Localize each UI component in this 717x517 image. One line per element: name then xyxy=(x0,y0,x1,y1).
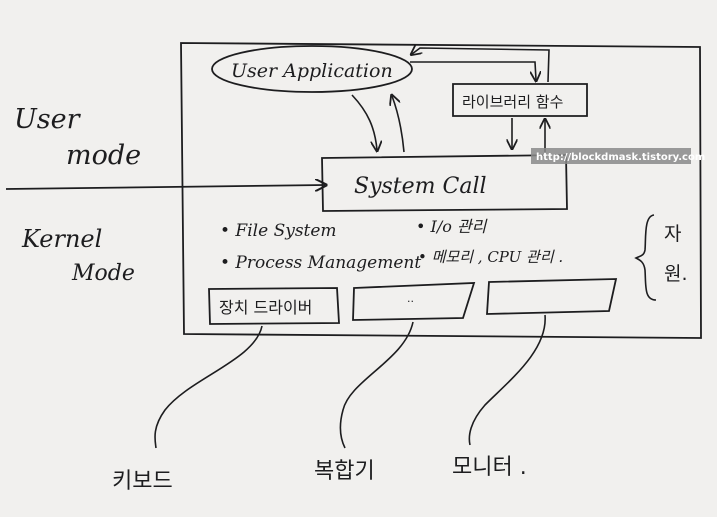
driver-box-2 xyxy=(352,282,476,321)
resource-brace xyxy=(634,214,657,301)
user-mode-label-line1: User xyxy=(14,104,82,135)
watermark-text: http://blockdmask.tistory.com xyxy=(536,152,705,163)
library-to-app-arrow xyxy=(412,48,550,83)
system-call-box xyxy=(321,154,568,212)
monitor-label: 모니터 . xyxy=(452,455,527,480)
monitor-connection-line xyxy=(468,314,546,446)
device-driver-box xyxy=(208,287,340,325)
app-to-syscall-arrow xyxy=(351,94,377,150)
app-to-library-arrow xyxy=(410,61,536,80)
kernel-mode-label-line2: Mode xyxy=(71,261,135,286)
resource-label-char1: 자 xyxy=(664,223,681,245)
user-mode-label-line2: mode xyxy=(66,140,141,171)
keyboard-connection-line xyxy=(154,325,263,449)
mode-divider-line xyxy=(5,185,325,189)
driver-box-2-mark: ·· xyxy=(407,295,414,308)
library-function-label: 라이브러리 함수 xyxy=(462,93,563,111)
watermark-background xyxy=(531,148,691,164)
system-call-label: System Call xyxy=(354,174,487,199)
printer-connection-line xyxy=(339,321,414,449)
resource-label-char2: 원. xyxy=(664,263,688,285)
user-application-label: User Application xyxy=(231,60,393,82)
kernel-item-process: • Process Management xyxy=(220,253,421,273)
driver-box-3 xyxy=(486,278,618,315)
library-function-box xyxy=(452,83,588,117)
kernel-system-box xyxy=(180,42,702,339)
keyboard-label: 키보드 xyxy=(112,469,173,494)
kernel-mode-label-line1: Kernel xyxy=(21,225,102,253)
kernel-item-memory: • 메모리 , CPU 관리 . xyxy=(418,248,563,266)
user-application-ellipse xyxy=(211,45,413,93)
device-driver-label: 장치 드라이버 xyxy=(219,298,312,317)
syscall-to-app-arrow xyxy=(392,96,405,153)
printer-label: 복합기 xyxy=(314,459,375,484)
kernel-item-file-system: • File System xyxy=(220,221,337,241)
kernel-item-io: • I/o 관리 xyxy=(416,217,488,236)
